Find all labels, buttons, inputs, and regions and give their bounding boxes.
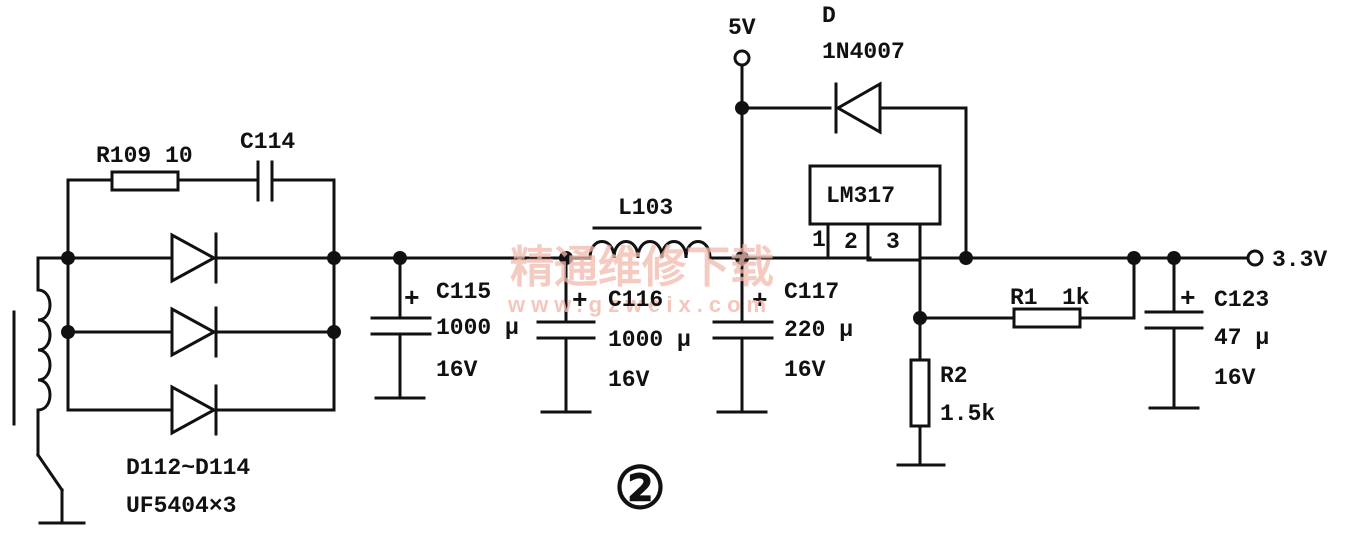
label-c116: C116 — [608, 287, 663, 313]
label-pin2: 2 — [844, 229, 858, 255]
svg-text:+: + — [572, 286, 588, 316]
resistor-r2 — [896, 316, 946, 467]
capacitor-c116: + — [536, 256, 596, 414]
label-c123-voltage: 16V — [1214, 365, 1256, 391]
capacitor-c115: + — [370, 256, 432, 400]
label-r2-value: 1.5k — [940, 401, 995, 427]
regulator-lm317 — [808, 164, 1136, 320]
watermark: 精通维修下载 www.gzweix.com — [507, 242, 774, 317]
label-c114: C114 — [240, 129, 295, 155]
label-r1: R1 — [1010, 285, 1038, 311]
label-r2: R2 — [940, 363, 968, 389]
diode-1n4007 — [834, 81, 968, 260]
watermark-url: www.gzweix.com — [507, 292, 772, 317]
label-c115-voltage: 16V — [436, 357, 478, 383]
svg-text:+: + — [404, 284, 420, 314]
label-c117: C117 — [784, 279, 839, 305]
label-5v: 5V — [728, 15, 756, 41]
diode-d112 — [170, 232, 218, 284]
label-diodes: D112~D114 — [126, 455, 250, 481]
label-r1-value: 1k — [1062, 285, 1090, 311]
watermark-text: 精通维修下载 — [510, 242, 774, 293]
rectifier-diodes — [61, 232, 341, 436]
capacitor-c117: + — [712, 256, 774, 414]
label-c115-value: 1000 μ — [436, 315, 519, 341]
figure-number: ② — [614, 461, 666, 526]
label-c116-voltage: 16V — [608, 367, 650, 393]
label-lm317: LM317 — [826, 183, 895, 209]
label-c116-value: 1000 μ — [608, 327, 691, 353]
rail-5v — [733, 49, 832, 265]
label-l103: L103 — [618, 195, 673, 221]
snubber-network — [66, 160, 336, 412]
label-c117-voltage: 16V — [784, 357, 826, 383]
label-pin1: 1 — [812, 227, 826, 253]
resistor-r109 — [110, 170, 180, 192]
label-diode-type: UF5404×3 — [126, 493, 236, 519]
label-c117-value: 220 μ — [784, 317, 853, 343]
svg-text:+: + — [752, 286, 768, 316]
svg-text:+: + — [1180, 284, 1196, 314]
label-output-voltage: 3.3V — [1272, 247, 1327, 273]
label-c115: C115 — [436, 279, 491, 305]
label-c123-value: 47 μ — [1214, 325, 1269, 351]
transformer-winding — [12, 256, 86, 525]
label-d-type: 1N4007 — [822, 39, 905, 65]
label-d: D — [822, 3, 836, 29]
output-stage: + — [1132, 249, 1264, 410]
label-c123: C123 — [1214, 287, 1269, 313]
diode-d114 — [170, 384, 218, 436]
label-pin3: 3 — [886, 229, 900, 255]
diode-d113 — [170, 306, 218, 358]
label-r109: R109 10 — [96, 143, 193, 169]
